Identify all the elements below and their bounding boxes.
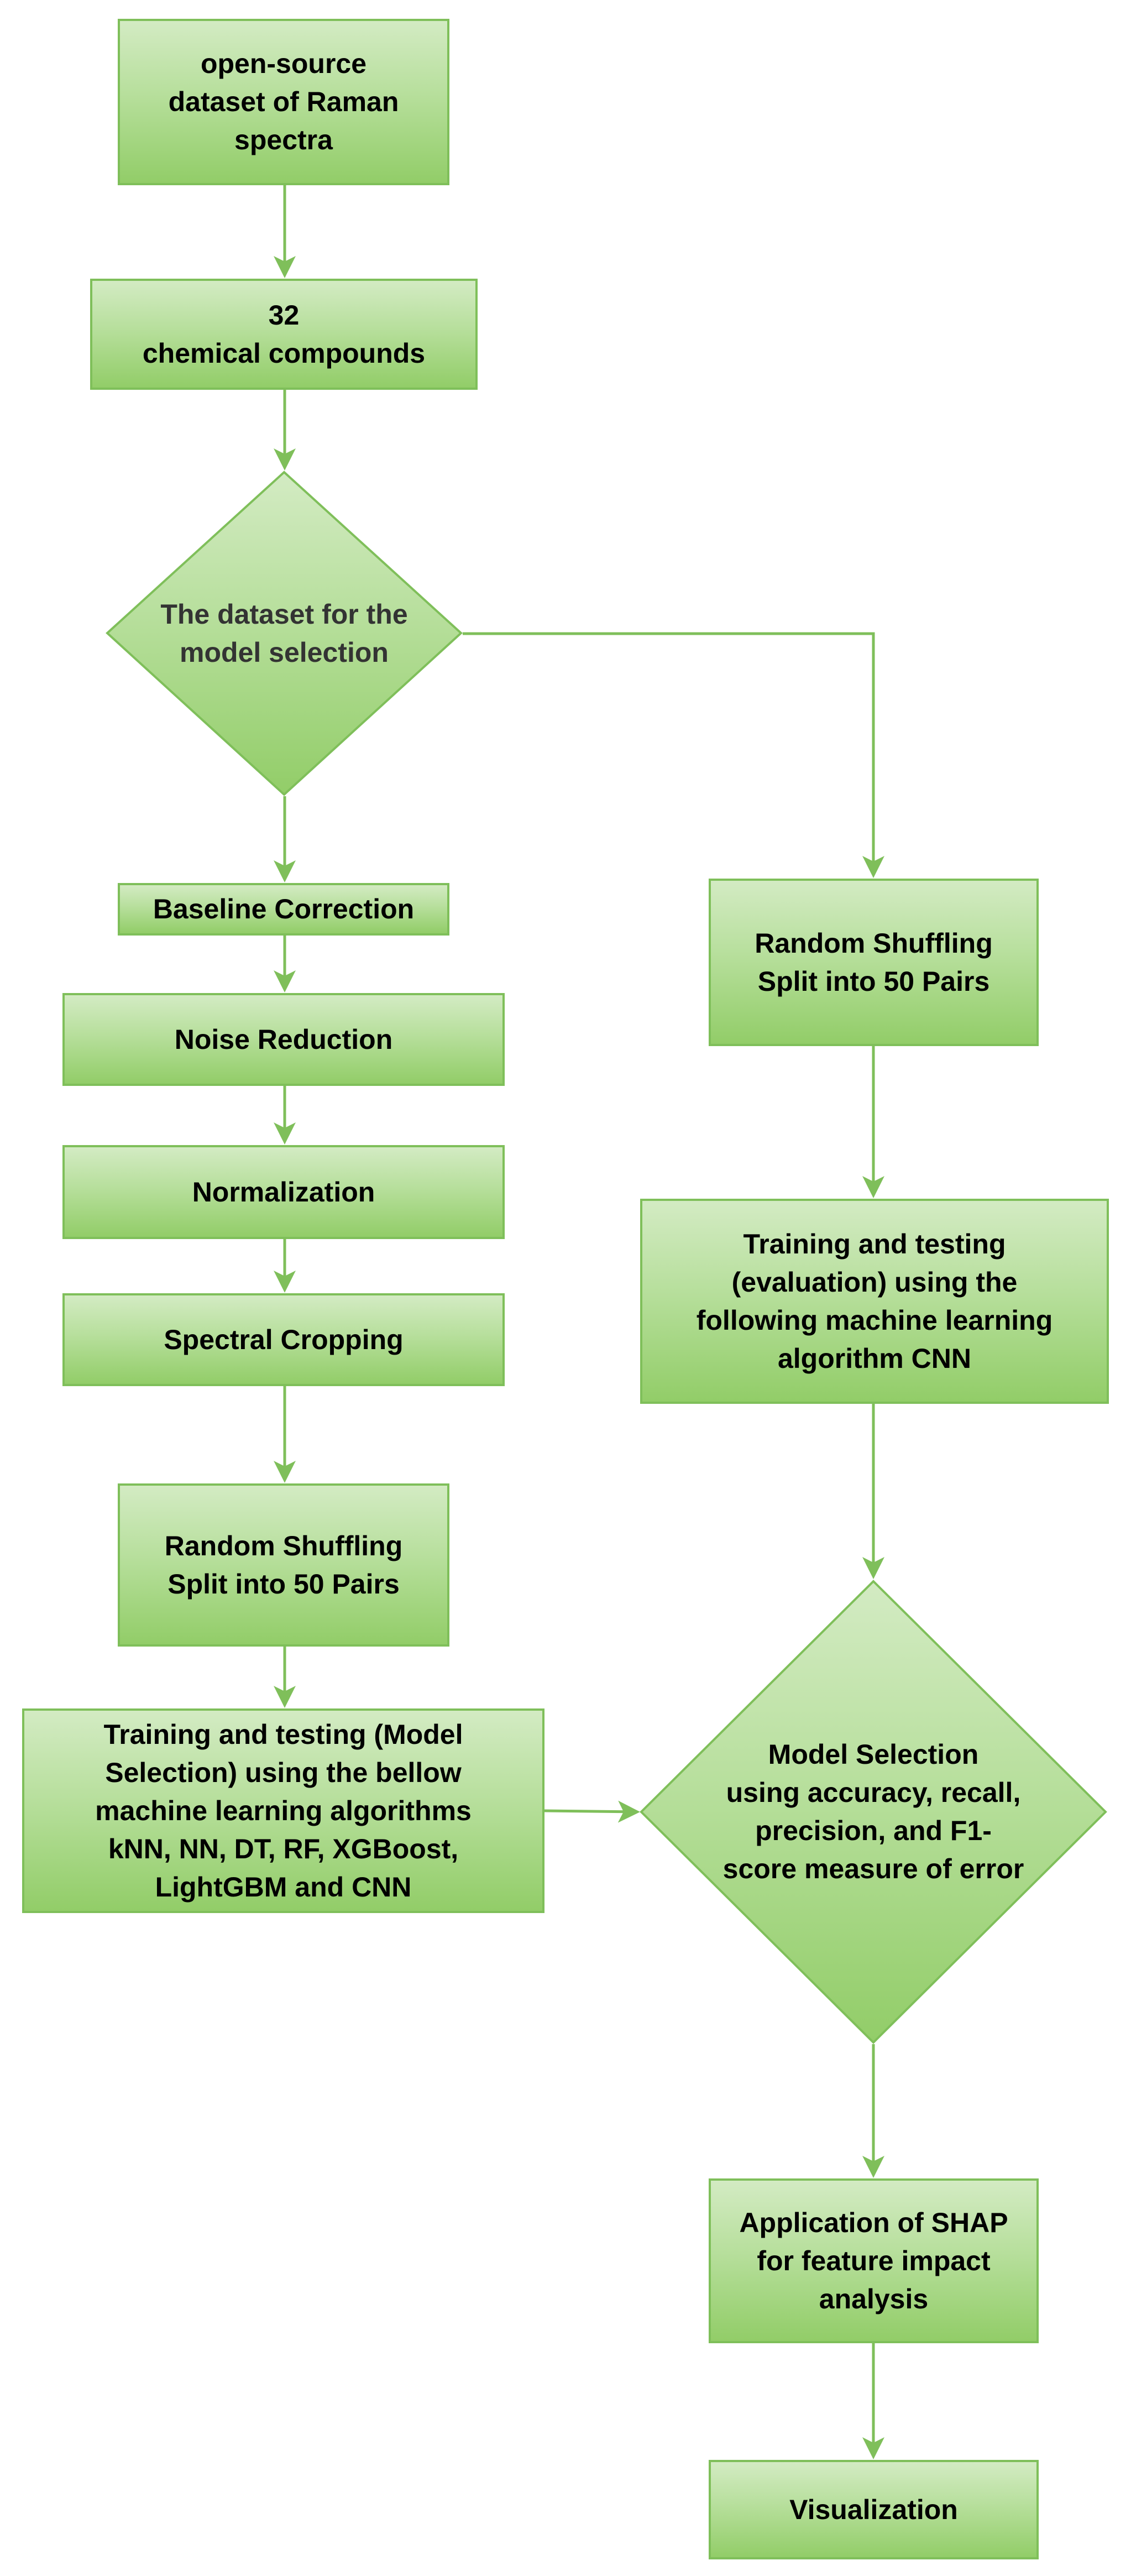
node-random-shuffling-left: Random Shuffling Split into 50 Pairs bbox=[118, 1483, 449, 1647]
model-selection-diamond-shape bbox=[640, 1580, 1107, 2044]
decision-diamond-shape bbox=[106, 471, 463, 796]
node-open-source-dataset: open-source dataset of Raman spectra bbox=[118, 19, 449, 185]
node-visualization: Visualization bbox=[709, 2460, 1039, 2559]
decision-dataset-model-selection: The dataset for the model selection bbox=[106, 471, 463, 796]
node-normalization: Normalization bbox=[62, 1145, 505, 1239]
decision-model-selection: Model Selection using accuracy, recall, … bbox=[640, 1580, 1107, 2044]
node-spectral-cropping: Spectral Cropping bbox=[62, 1293, 505, 1386]
node-training-testing-right: Training and testing (evaluation) using … bbox=[640, 1199, 1109, 1404]
node-baseline-correction: Baseline Correction bbox=[118, 883, 449, 936]
node-random-shuffling-right: Random Shuffling Split into 50 Pairs bbox=[709, 879, 1039, 1046]
model-selection-label: Model Selection using accuracy, recall, … bbox=[722, 1739, 1024, 1884]
node-chemical-compounds: 32 chemical compounds bbox=[90, 279, 478, 390]
arrow-decision-to-right-shuffle bbox=[463, 632, 884, 878]
node-application-of-shap: Application of SHAP for feature impact a… bbox=[709, 2178, 1039, 2343]
decision-dataset-label: The dataset for the model selection bbox=[160, 598, 408, 668]
arrow-left-train-to-model-selection bbox=[544, 1800, 640, 1823]
node-noise-reduction: Noise Reduction bbox=[62, 993, 505, 1086]
node-training-testing-left: Training and testing (Model Selection) u… bbox=[22, 1708, 544, 1913]
